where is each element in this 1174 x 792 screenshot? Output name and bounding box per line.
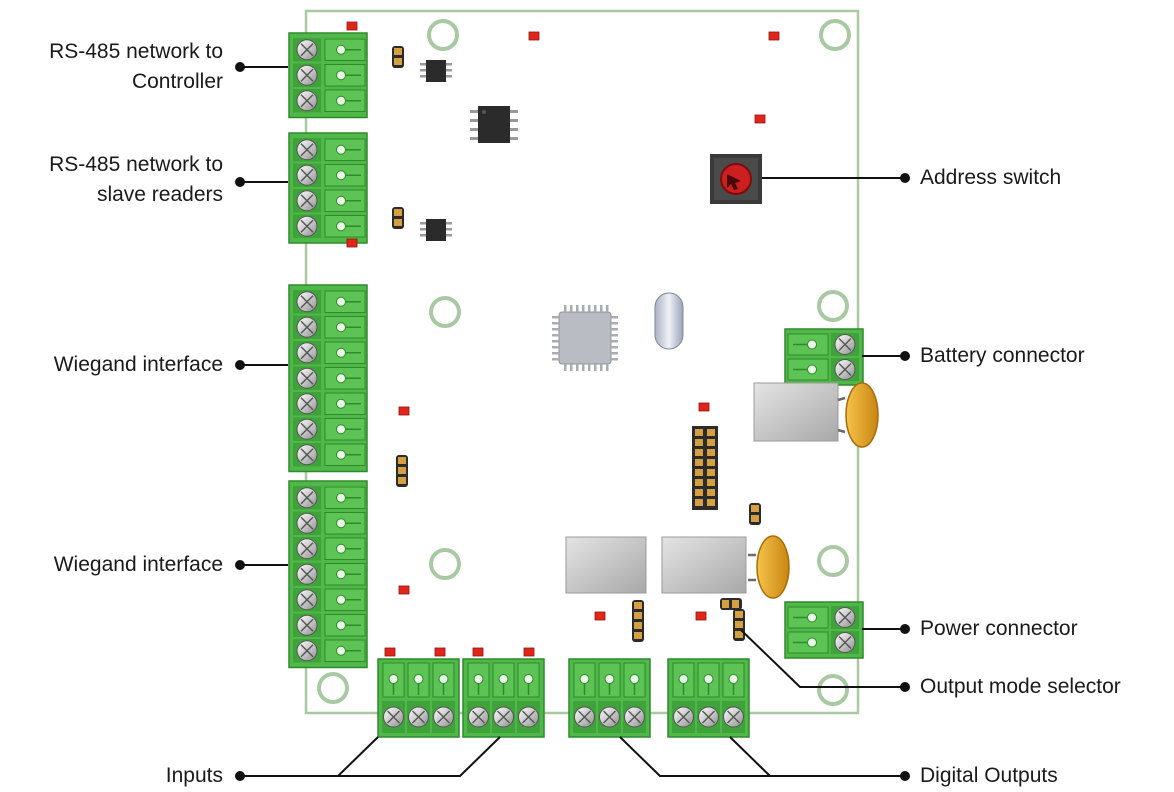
status-led — [398, 585, 410, 595]
mounting-hole — [819, 19, 851, 51]
header-pin — [707, 429, 715, 436]
status-led — [434, 647, 446, 657]
status-led — [698, 402, 710, 412]
relay-output-2 — [661, 536, 747, 594]
label-power-connector: Power connector — [920, 617, 1078, 640]
header-pin — [707, 459, 715, 466]
jumper-rs485-slave — [392, 207, 404, 229]
status-led — [754, 114, 766, 124]
capacitor-power — [748, 535, 790, 599]
terminal-block-outputs-2 — [667, 658, 750, 738]
header-pin — [707, 489, 715, 496]
leader-lines — [240, 66, 905, 777]
left-terminal-blocks — [288, 32, 368, 669]
mounting-hole — [427, 19, 459, 51]
terminal-block-rs485-controller — [288, 32, 368, 119]
mounting-hole — [317, 672, 349, 704]
header-pin — [695, 429, 703, 436]
status-led — [384, 647, 396, 657]
terminal-block-inputs-2 — [462, 658, 545, 738]
jumper-group — [392, 46, 761, 642]
relay-output-1 — [565, 536, 647, 594]
label-wiegand-interface-1: Wiegand interface — [53, 353, 223, 376]
address-switch — [710, 154, 762, 204]
status-led — [594, 611, 606, 621]
leader-dots — [235, 62, 910, 781]
header-pin — [695, 469, 703, 476]
pin-header — [692, 426, 718, 510]
jumper-rs485-controller — [392, 46, 404, 68]
ic-u3 — [420, 219, 452, 241]
right-terminal-blocks — [784, 328, 864, 659]
status-led — [768, 31, 780, 41]
status-led — [472, 647, 484, 657]
jumper-output-mode-top — [720, 598, 742, 610]
label-rs485-slave-line2: slave readers — [96, 183, 223, 206]
label-digital-outputs: Digital Outputs — [920, 764, 1058, 787]
status-led — [528, 31, 540, 41]
header-pin — [707, 439, 715, 446]
label-inputs: Inputs — [165, 764, 223, 787]
microcontroller-chip — [552, 305, 618, 371]
terminal-block-outputs-1 — [568, 658, 651, 738]
jumper-output-1 — [632, 600, 644, 642]
label-battery-connector: Battery connector — [920, 344, 1085, 367]
label-output-mode-selector: Output mode selector — [920, 675, 1121, 698]
bottom-terminal-blocks — [377, 658, 750, 738]
status-led — [346, 238, 358, 248]
header-pin — [695, 459, 703, 466]
label-address-switch: Address switch — [920, 166, 1062, 189]
header-pin — [695, 439, 703, 446]
label-rs485-controller-line2: Controller — [131, 70, 223, 93]
ic-u2 — [470, 106, 518, 143]
mounting-hole — [817, 290, 849, 322]
status-led — [346, 21, 358, 31]
header-pin — [695, 499, 703, 506]
header-pin — [707, 449, 715, 456]
mounting-hole — [429, 296, 461, 328]
led-group — [346, 21, 780, 657]
header-pin — [695, 449, 703, 456]
jumper-output-mode — [733, 609, 745, 641]
terminal-block-inputs-1 — [377, 658, 460, 738]
label-rs485-slave-line1: RS-485 network to — [49, 153, 223, 176]
header-pin — [695, 479, 703, 486]
crystal-oscillator — [654, 292, 684, 350]
jumper-wiegand — [396, 455, 408, 487]
mounting-hole — [817, 545, 849, 577]
header-pin — [707, 469, 715, 476]
mounting-hole — [817, 674, 849, 706]
jumper-power — [749, 503, 761, 525]
status-led — [398, 406, 410, 416]
label-wiegand-interface-2: Wiegand interface — [53, 553, 223, 576]
terminal-block-power — [784, 601, 864, 659]
label-rs485-controller-line1: RS-485 network to — [49, 40, 223, 63]
capacitor-battery — [837, 382, 879, 448]
terminal-block-battery — [784, 328, 864, 386]
terminal-block-rs485-slave — [288, 132, 368, 244]
status-led — [695, 611, 707, 621]
status-led — [523, 647, 535, 657]
header-pin — [707, 499, 715, 506]
header-pin — [695, 489, 703, 496]
terminal-block-wiegand-1 — [288, 284, 368, 473]
mounting-holes — [317, 19, 851, 706]
relay-battery — [753, 382, 839, 442]
header-pin — [707, 479, 715, 486]
mounting-hole — [429, 548, 461, 580]
ic-u1 — [420, 60, 452, 82]
terminal-block-wiegand-2 — [288, 480, 368, 669]
